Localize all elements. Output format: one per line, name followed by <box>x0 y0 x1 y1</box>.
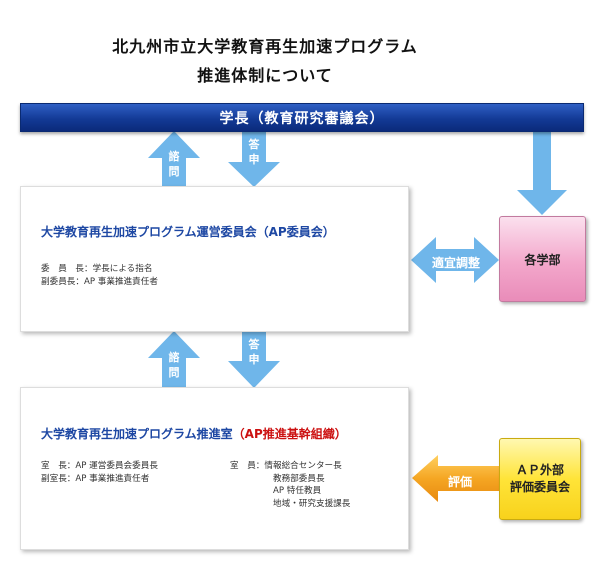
evaluation-arrow <box>412 455 499 502</box>
office-title-sub: （AP推進基幹組織） <box>232 427 347 441</box>
office-panel: 大学教育再生加速プログラム推進室（AP推進基幹組織） 室 長：AP 運営委員会委… <box>20 387 409 550</box>
office-member-4: 地域・研究支援課長 <box>273 498 351 509</box>
diagram-title-line-2: 推進体制について <box>197 66 333 85</box>
office-member-3: AP 特任教員 <box>273 486 322 496</box>
committee-vice-chair: 副委員長：AP 事業推進責任者 <box>41 276 158 287</box>
report-arrow-upper <box>228 132 280 187</box>
faculties-box: 各学部 <box>499 216 586 302</box>
president-bar: 学長（教育研究審議会） <box>20 103 584 132</box>
consult-label-upper: 諮問 <box>168 150 180 178</box>
office-deputy-head: 副室長：AP 事業推進責任者 <box>41 473 150 484</box>
president-label: 学長（教育研究審議会） <box>219 110 385 127</box>
committee-title: 大学教育再生加速プログラム運営委員会（AP委員会） <box>41 225 335 239</box>
office-member-1: 情報総合センター長 <box>264 461 342 471</box>
evaluation-label: 評価 <box>447 475 472 489</box>
report-arrow-lower <box>228 331 280 388</box>
office-member-label: 室 員： <box>230 461 265 471</box>
president-to-faculties-arrow <box>517 130 567 215</box>
office-head: 室 長：AP 運営委員会委員長 <box>41 461 158 471</box>
office-member-2: 教務部委員長 <box>273 473 325 484</box>
consult-label-lower: 諮問 <box>168 351 180 379</box>
consult-arrow-upper <box>148 131 200 187</box>
external-line-1: ＡＰ外部 <box>515 463 564 477</box>
committee-panel: 大学教育再生加速プログラム運営委員会（AP委員会） 委 員 長：学長による指名 … <box>20 186 409 332</box>
committee-members: 委 員 長：学長による指名 副委員長：AP 事業推進責任者 <box>41 263 158 288</box>
office-staff-left: 室 長：AP 運営委員会委員長 副室長：AP 事業推進責任者 <box>41 460 158 485</box>
report-label-lower: 答申 <box>248 338 260 366</box>
coordination-label: 適宜調整 <box>431 256 480 270</box>
office-member-row: 室 員：情報総合センター長 <box>230 460 350 473</box>
committee-chair: 委 員 長：学長による指名 <box>41 264 153 274</box>
office-staff-right: 室 員：情報総合センター長 教務部委員長 AP 特任教員 地域・研究支援課長 <box>230 460 350 510</box>
office-title-main: 大学教育再生加速プログラム推進室 <box>41 427 233 441</box>
faculties-label: 各学部 <box>524 252 561 267</box>
diagram-title-line-1: 北九州市立大学教育再生加速プログラム <box>112 37 418 56</box>
office-title: 大学教育再生加速プログラム推進室（AP推進基幹組織） <box>41 425 347 442</box>
report-label-upper: 答申 <box>248 138 260 166</box>
external-evaluation-box: ＡＰ外部 評価委員会 <box>499 438 581 520</box>
consult-arrow-lower <box>148 331 200 388</box>
coordination-arrow <box>411 237 499 283</box>
external-line-2: 評価委員会 <box>509 480 570 494</box>
